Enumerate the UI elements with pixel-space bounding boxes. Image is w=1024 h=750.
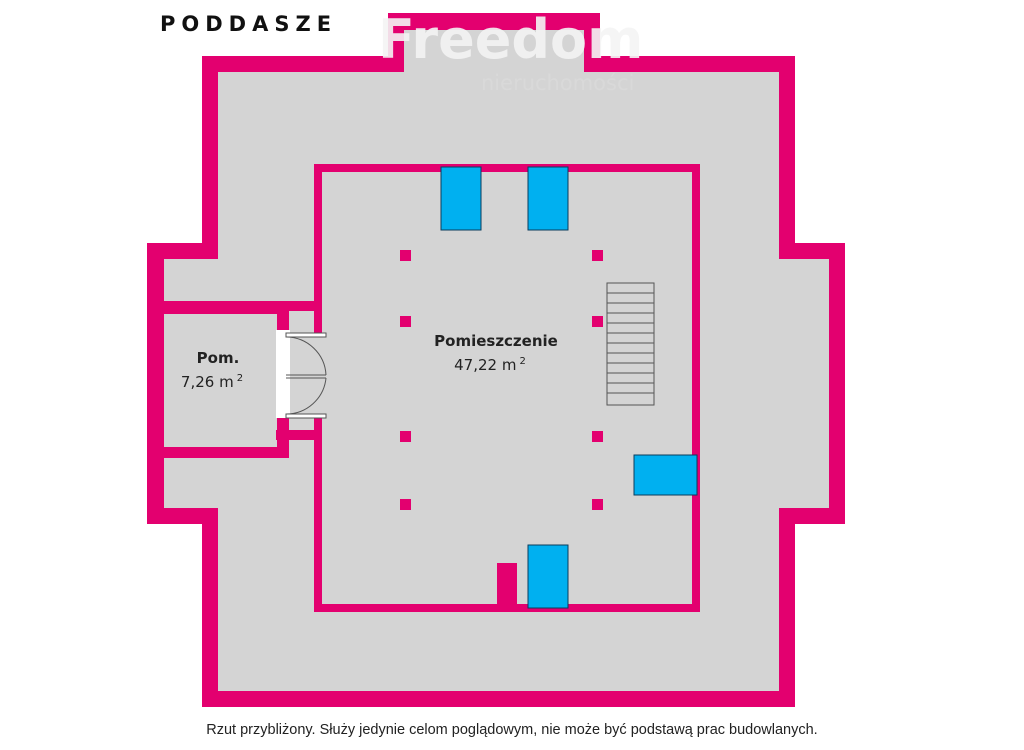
roof-post [592, 431, 603, 442]
room-name-small: Pom. [197, 349, 240, 367]
roof-posts [400, 250, 603, 510]
small-room-floor [164, 314, 277, 447]
roof-post [400, 250, 411, 261]
roof-post [400, 499, 411, 510]
small-room-doorway [276, 330, 290, 418]
roof-post [400, 316, 411, 327]
watermark-sub: nieruchomości [481, 71, 634, 95]
roof-window [527, 544, 569, 609]
roof-window [440, 166, 482, 231]
room-name-main: Pomieszczenie [434, 332, 558, 350]
roof-window [527, 166, 569, 231]
corridor-wall-top [276, 301, 322, 311]
disclaimer: Rzut przybliżony. Służy jedynie celom po… [206, 722, 818, 738]
chimney [497, 563, 517, 608]
main-room-doorway [312, 334, 324, 418]
watermark-brand: Freedom [378, 8, 643, 71]
roof-window [633, 454, 698, 496]
double-door [285, 332, 327, 419]
roof-post [400, 431, 411, 442]
corridor-wall-bottom [276, 430, 322, 440]
roof-post [592, 316, 603, 327]
floor-title: PODDASZE [160, 12, 338, 36]
roof-post [592, 499, 603, 510]
stairs [606, 282, 655, 406]
roof-post [592, 250, 603, 261]
